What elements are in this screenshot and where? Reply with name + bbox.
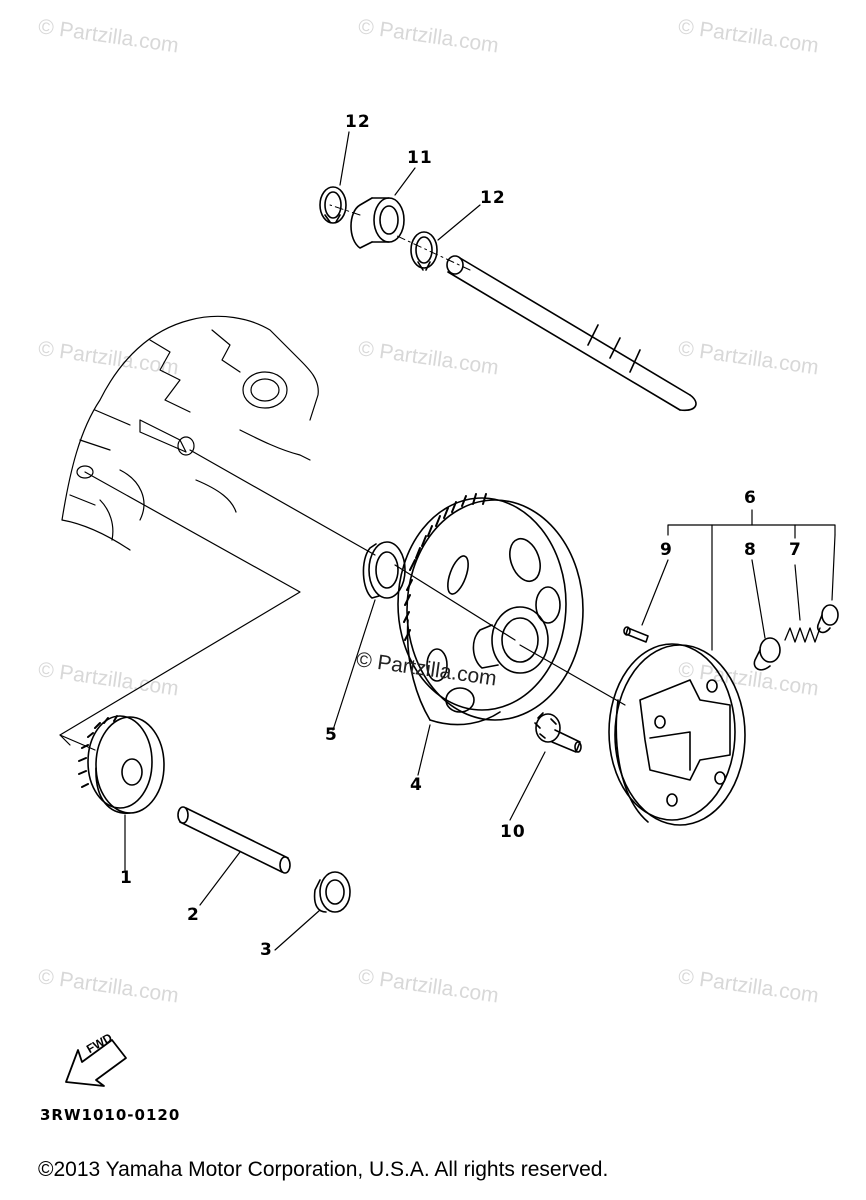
- callout-1: 1: [120, 868, 133, 888]
- callout-9: 9: [660, 540, 673, 560]
- cap-6: [816, 604, 839, 634]
- callout-12-right: 12: [480, 188, 506, 208]
- circlip-12-upper: [319, 186, 347, 224]
- callout-4: 4: [410, 775, 423, 795]
- diagram-code: 3RW1010-0120: [40, 1106, 181, 1124]
- callout-3: 3: [260, 940, 273, 960]
- shaft-upper: [446, 255, 697, 412]
- callout-6: 6: [744, 488, 757, 508]
- callout-11: 11: [407, 148, 433, 168]
- copyright-notice: ©2013 Yamaha Motor Corporation, U.S.A. A…: [38, 1158, 609, 1181]
- circlip-12-lower: [410, 231, 438, 271]
- plunger-8: [753, 637, 781, 671]
- bearing-3: [313, 871, 351, 913]
- bolt-10: [534, 712, 582, 753]
- callout-7: 7: [789, 540, 802, 560]
- callout-8: 8: [744, 540, 757, 560]
- starter-clutch-6: [608, 643, 746, 826]
- pin-9: [623, 626, 649, 643]
- starter-wheel-gear-4: [397, 493, 584, 726]
- idler-gear-1: [78, 715, 165, 814]
- spring-7: [784, 627, 821, 643]
- crankcase-outline: [61, 315, 319, 551]
- bearing-11: [350, 197, 405, 249]
- callout-12-top: 12: [345, 112, 371, 132]
- callout-5: 5: [325, 725, 338, 745]
- callout-2: 2: [187, 905, 200, 925]
- fwd-arrow-icon: [65, 1039, 127, 1087]
- washer-5: [362, 541, 406, 599]
- shaft-2: [177, 806, 291, 874]
- callout-10: 10: [500, 822, 526, 842]
